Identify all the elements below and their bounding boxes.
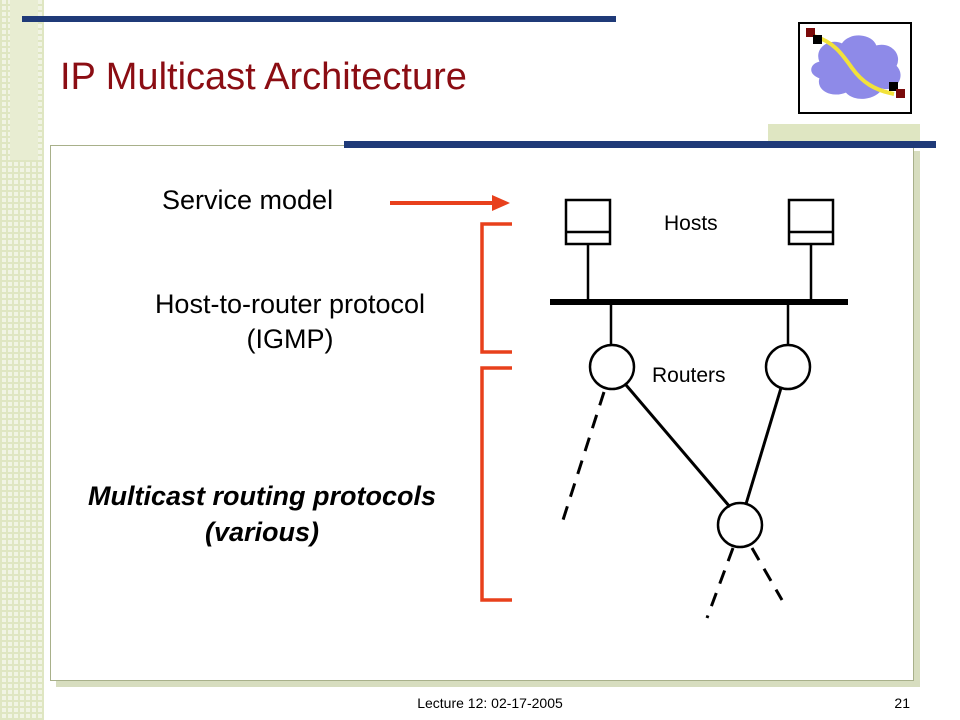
logo: [798, 22, 912, 114]
dashed-link-left: [561, 391, 606, 521]
logo-square-top-black: [813, 35, 822, 44]
host-router-line1: Host-to-router protocol: [154, 289, 426, 319]
service-model-arrow: [390, 195, 510, 211]
host-computer-left-icon: [564, 198, 612, 246]
router-right-icon: [764, 343, 812, 391]
router-left-icon: [588, 343, 636, 391]
right-accent-bar: [344, 141, 936, 148]
multicast-routing-label: Multicast routing protocols (various): [52, 478, 472, 550]
host-router-protocol-label: Host-to-router protocol (IGMP): [110, 287, 470, 357]
footer-lecture: Lecture 12: 02-17-2005: [417, 695, 563, 711]
router-bottom-icon: [716, 501, 764, 549]
hosts-label: Hosts: [664, 212, 718, 235]
network-cloud-icon: [806, 28, 905, 99]
top-accent-bar: [22, 16, 616, 22]
host-computer-right-icon: [787, 198, 835, 246]
side-strip: [10, 0, 38, 160]
beige-accent-block: [768, 124, 920, 146]
logo-square-top-red: [806, 28, 815, 37]
multicast-routing-bracket: [480, 366, 512, 602]
host-router-bracket: [480, 222, 512, 354]
page-number: 21: [894, 695, 910, 711]
multicast-line2: (various): [204, 517, 320, 547]
host-router-line2: (IGMP): [246, 324, 334, 354]
logo-square-bottom-red: [896, 89, 905, 98]
routers-label: Routers: [652, 364, 726, 387]
service-model-label: Service model: [162, 185, 334, 215]
dashed-link-bottom-right: [750, 547, 784, 601]
dashed-link-bottom-left: [705, 547, 735, 619]
logo-square-bottom-black: [889, 82, 898, 91]
multicast-line1: Multicast routing protocols: [88, 481, 436, 511]
slide-title: IP Multicast Architecture: [60, 56, 467, 98]
